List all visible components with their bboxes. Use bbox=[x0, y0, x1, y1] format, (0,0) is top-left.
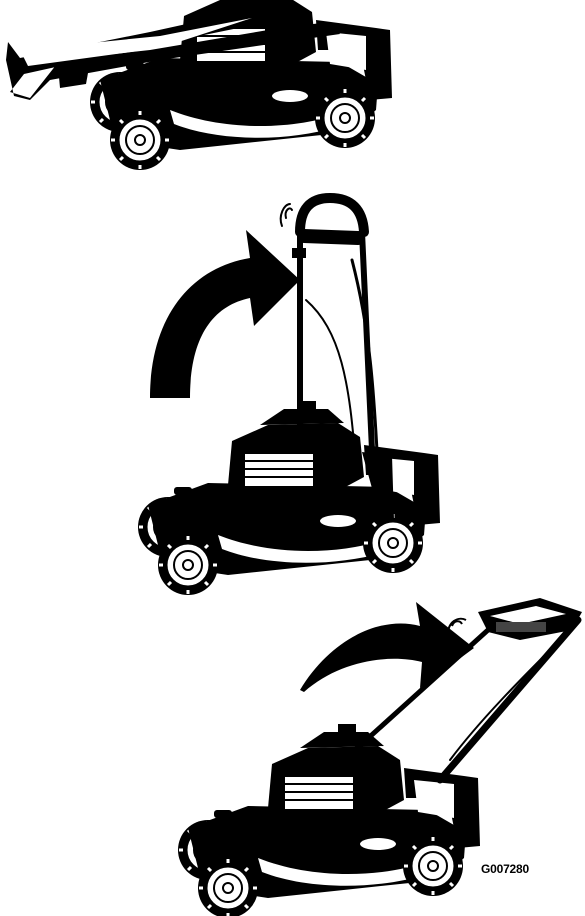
figure-id-label: G007280 bbox=[481, 862, 529, 876]
panel-folded-mower bbox=[6, 0, 392, 170]
raise-arrow bbox=[150, 230, 300, 398]
lower-arrow bbox=[300, 602, 474, 692]
panel-handle-upright bbox=[138, 198, 440, 595]
